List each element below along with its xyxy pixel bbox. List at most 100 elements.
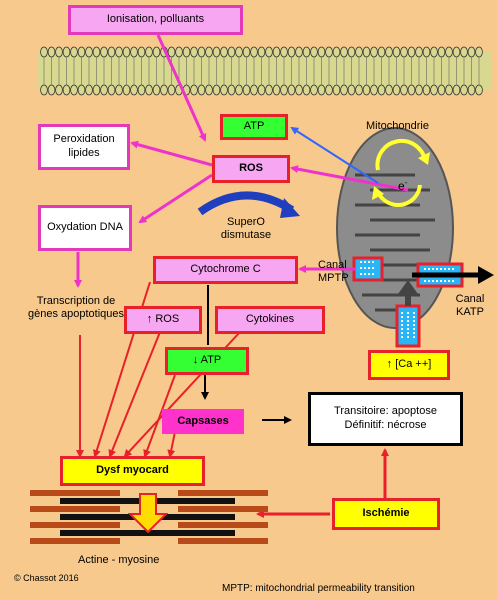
membrane-head: [182, 46, 191, 58]
membrane-head: [272, 84, 281, 96]
membrane-head: [70, 46, 78, 58]
membrane-head: [152, 46, 161, 58]
ros-increase-box: ↑ ROS: [124, 306, 202, 334]
membrane-head: [130, 46, 138, 58]
membrane-head: [137, 46, 146, 58]
membrane-head: [400, 84, 408, 96]
canal-katp-label: Canal KATP: [455, 293, 485, 319]
cytochrome-box: Cytochrome C: [153, 256, 298, 284]
membrane-head: [302, 84, 311, 96]
membrane-head: [242, 46, 251, 58]
membrane-head: [422, 46, 431, 58]
membrane-head: [310, 84, 318, 96]
membrane-head: [370, 84, 378, 96]
membrane-head: [347, 46, 356, 58]
membrane-head: [445, 46, 453, 58]
ionisation-box: Ionisation, polluants: [68, 5, 243, 35]
membrane-head: [250, 84, 258, 96]
membrane-head: [452, 46, 461, 58]
membrane-head: [197, 84, 206, 96]
electron-text: e: [398, 179, 405, 193]
membrane-head: [205, 46, 213, 58]
membrane-head: [347, 84, 356, 96]
membrane-head: [235, 46, 243, 58]
membrane-head: [197, 46, 206, 58]
membrane-head: [130, 84, 138, 96]
membrane-head: [40, 84, 48, 96]
membrane-head: [325, 46, 333, 58]
membrane-head: [152, 84, 161, 96]
superoxide-label: SuperO dismutase: [220, 216, 272, 242]
membrane-head: [92, 84, 101, 96]
membrane-head: [47, 46, 56, 58]
membrane-head: [332, 84, 341, 96]
membrane-head: [445, 84, 453, 96]
membrane-head: [302, 46, 311, 58]
canal-mptp-label: Canal MPTP: [318, 259, 349, 285]
membrane-head: [122, 46, 131, 58]
membrane-head: [392, 84, 401, 96]
membrane-head: [77, 84, 86, 96]
membrane-head: [407, 84, 416, 96]
membrane-head: [392, 46, 401, 58]
membrane-head: [212, 84, 221, 96]
membrane-head: [430, 84, 438, 96]
atp-box: ATP: [220, 114, 288, 140]
katp-channel: [412, 262, 494, 288]
membrane-head: [62, 46, 71, 58]
membrane-head: [107, 84, 116, 96]
membrane-head: [452, 84, 461, 96]
transcription-label: Transcription de gènes apoptotiques: [27, 295, 125, 321]
membrane-head: [265, 84, 273, 96]
membrane-head: [227, 84, 236, 96]
membrane-head: [422, 84, 431, 96]
membrane-head: [137, 84, 146, 96]
membrane-head: [205, 84, 213, 96]
membrane-head: [77, 46, 86, 58]
membrane-head: [212, 46, 221, 58]
membrane-head: [107, 46, 116, 58]
membrane-head: [340, 46, 348, 58]
membrane-head: [325, 84, 333, 96]
membrane-head: [55, 84, 63, 96]
membrane-head: [100, 46, 108, 58]
mitochondrion: [336, 127, 454, 329]
membrane-head: [122, 84, 131, 96]
membrane-head: [332, 46, 341, 58]
membrane-head: [340, 84, 348, 96]
membrane-head: [175, 46, 183, 58]
ischemie-box: Ischémie: [332, 498, 440, 530]
membrane-head: [475, 46, 483, 58]
magenta-arrows: [74, 34, 409, 288]
membrane-head: [287, 46, 296, 58]
membrane-head: [47, 84, 56, 96]
membrane-head: [467, 84, 476, 96]
membrane-head: [377, 46, 386, 58]
footnote-label: MPTP: mitochondrial permeability transit…: [222, 583, 415, 594]
membrane-head: [145, 46, 153, 58]
membrane-head: [220, 84, 228, 96]
membrane-head: [55, 46, 63, 58]
membrane-head: [385, 84, 393, 96]
membrane-head: [437, 84, 446, 96]
membrane-head: [415, 84, 423, 96]
membrane-head: [475, 84, 483, 96]
membrane-head: [400, 46, 408, 58]
outcome-apoptose: Transitoire: apoptose: [334, 405, 437, 418]
outcome-necrose: Définitif: nécrose: [344, 419, 427, 431]
membrane-head: [295, 84, 303, 96]
membrane-head: [145, 84, 153, 96]
membrane-head: [355, 84, 363, 96]
membrane-head: [250, 46, 258, 58]
membrane-head: [62, 84, 71, 96]
capsases-box: Capsases: [162, 409, 244, 434]
membrane-head: [190, 46, 198, 58]
membrane-head: [190, 84, 198, 96]
membrane-head: [362, 84, 371, 96]
membrane-head: [40, 46, 48, 58]
membrane-head: [355, 46, 363, 58]
membrane-head: [467, 46, 476, 58]
mitochondrie-label: Mitochondrie: [366, 120, 429, 132]
membrane-head: [430, 46, 438, 58]
